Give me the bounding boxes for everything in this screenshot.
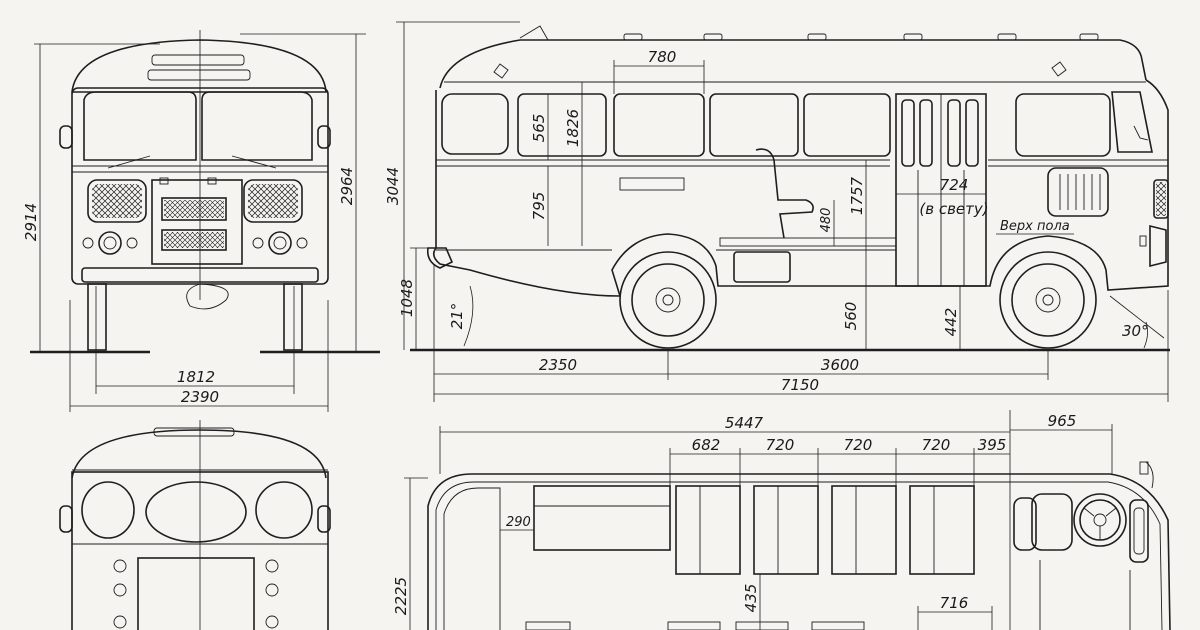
side-view: 3044 1048 21° 30° 780 565 795 1826 480 1… [384,21,1170,402]
side-wheelbase: 3600 [821,356,859,374]
side-departure-angle: 30° [1122,322,1149,340]
side-seat [755,148,814,239]
side-window-5 [803,93,891,157]
side-door-height: 1757 [848,176,866,215]
side-height-bumper: 1048 [398,279,416,317]
rear-view [59,420,331,630]
side-window-4 [709,93,799,157]
side-floor-step: 560 [842,302,860,331]
rear-window-left [81,481,135,539]
front-wheel-right [283,283,303,351]
side-body [432,79,1169,297]
plan-seat-4 [909,485,975,575]
front-grille-lower [161,229,227,251]
front-roof [71,39,327,93]
front-height-left: 2914 [22,203,40,241]
side-front-overhang: 2350 [539,356,577,374]
plan-body-length: 5447 [725,414,764,432]
side-engine-hatch [1047,167,1109,217]
plan-aisle-offset: 290 [506,515,531,530]
front-height-right: 2964 [338,167,356,205]
plan-seat-pitch-2: 720 [766,436,795,454]
side-window-width: 780 [648,48,677,66]
plan-seat-pitch-4: 720 [922,436,951,454]
rear-door [137,557,255,630]
plan-rear-seat [533,485,671,551]
side-approach-angle: 21° [448,303,466,330]
plan-seat-pitch-5: 395 [978,436,1007,454]
plan-inner-width: 2225 [392,577,410,615]
front-mirror-right [317,125,331,149]
plan-seat-2 [753,485,819,575]
plan-cab-length: 965 [1048,412,1077,430]
front-marker-lamps [151,54,245,66]
side-window-6 [1015,93,1111,157]
side-window-1 [441,93,509,155]
front-grille-upper [161,197,227,221]
side-door-width: 724 [940,176,969,194]
front-mirror-left [59,125,73,149]
side-interior-height: 1826 [564,109,582,147]
side-door-width-note: (в свету) [919,200,988,218]
side-floor-top-label: Верх пола [1000,219,1070,234]
side-length: 7150 [781,376,819,394]
plan-door-seat: 716 [940,594,969,612]
plan-body-outer [427,473,1171,630]
front-headlight-right [243,179,303,223]
side-floor-step-2: 442 [942,308,960,337]
rear-window-right [255,481,313,539]
side-window-3 [613,93,705,157]
side-seat-height: 480 [819,208,834,233]
front-track-label: 1812 [177,368,215,386]
front-grille-panel [151,179,243,265]
rear-window-center [145,481,247,543]
side-sill-height: 795 [530,192,548,221]
plan-steering-wheel [1073,493,1127,547]
side-wheel-front [999,251,1097,349]
rear-roof [71,429,327,479]
plan-driver-seat [1031,493,1073,551]
front-headlight-left [87,179,147,223]
front-windscreen-right [201,91,313,161]
front-windscreen-left [83,91,197,161]
side-window-height: 565 [530,114,548,143]
front-view: 2914 2964 1812 2390 [22,30,380,412]
side-window-2 [517,93,607,157]
side-wheel-rear [619,251,717,349]
front-wheel-left [87,283,107,351]
plan-seat-1 [675,485,741,575]
plan-seat-pitch-1: 682 [692,436,721,454]
front-route-sign [147,69,251,81]
side-windscreen [1111,91,1153,153]
plan-seat-pitch-3: 720 [844,436,873,454]
plan-seat-3 [831,485,897,575]
side-height-overall: 3044 [384,167,402,205]
plan-view: 5447 965 682 720 720 720 395 290 435 716… [392,410,1171,630]
side-roof [439,39,1147,89]
front-width-label: 2390 [181,388,219,406]
plan-aisle-width: 435 [742,584,760,613]
